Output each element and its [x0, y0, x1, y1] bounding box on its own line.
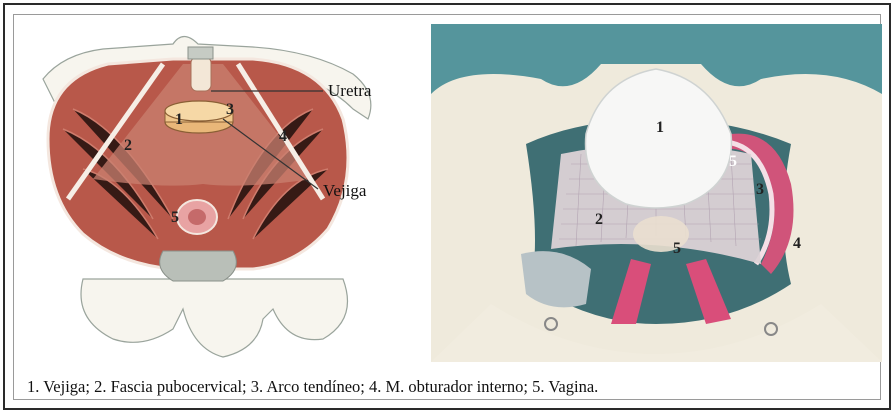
figure-frame: 1 2 3 4 5 Uretra Vejiga — [3, 3, 891, 410]
figure-caption: 1. Vejiga; 2. Fascia pubocervical; 3. Ar… — [27, 377, 598, 397]
right-label-1: 1 — [656, 119, 664, 136]
left-label-3: 3 — [226, 101, 234, 118]
uretra-callout: Uretra — [328, 81, 372, 100]
left-label-4: 4 — [279, 128, 287, 145]
left-label-5: 5 — [171, 209, 179, 226]
vejiga-callout: Vejiga — [323, 181, 367, 200]
right-label-3: 3 — [756, 181, 764, 198]
pelvic-floor-illustration: 1 2 3 4 5 Uretra Vejiga — [23, 19, 408, 359]
left-label-2: 2 — [124, 137, 132, 154]
right-label-2: 2 — [595, 211, 603, 228]
right-label-5: 5 — [673, 240, 681, 257]
pelvic-model-photo: 1 2 3 4 5 5 — [431, 24, 882, 362]
left-label-1: 1 — [175, 111, 183, 128]
right-label-5-upper: 5 — [729, 153, 737, 170]
right-label-4: 4 — [793, 235, 801, 252]
